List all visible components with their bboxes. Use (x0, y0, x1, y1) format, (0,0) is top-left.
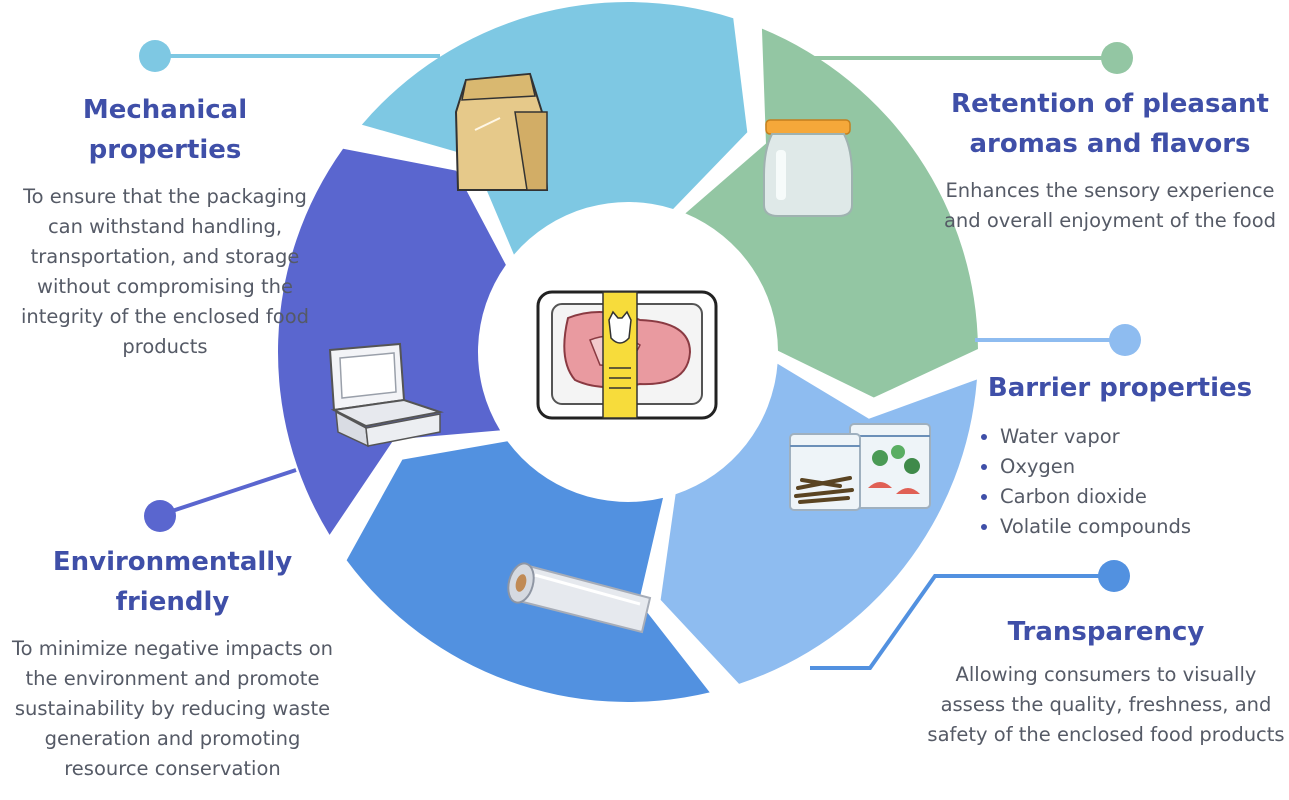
section-transparency: Transparency Allowing consumers to visua… (925, 612, 1287, 750)
list-item: Volatile compounds (1000, 512, 1280, 542)
list-item: Water vapor (1000, 422, 1280, 452)
connector-dot-barrier (1109, 324, 1141, 356)
list-item: Carbon dioxide (1000, 482, 1280, 512)
paper-bag-icon (454, 72, 549, 191)
zip-bags-icon (789, 423, 931, 511)
section-title: Transparency (1007, 617, 1205, 647)
plastic-wrap-roll-icon (507, 562, 652, 634)
segment-mechanical (361, 2, 748, 255)
connector-dot-retention (1101, 42, 1133, 74)
connector-dot-environmental (144, 500, 176, 532)
list-item: Oxygen (1000, 452, 1280, 482)
barrier-list: Water vapor Oxygen Carbon dioxide Volati… (960, 422, 1280, 542)
foam-container-icon (328, 342, 444, 448)
section-barrier: Barrier properties Water vapor Oxygen Ca… (960, 368, 1280, 542)
section-description: To minimize negative impacts on the envi… (12, 637, 333, 780)
connector-line-transparency (810, 574, 1112, 670)
section-description: Enhances the sensory experience and over… (943, 179, 1277, 232)
glass-jar-icon (763, 119, 853, 217)
section-title: Mechanical properties (82, 95, 248, 165)
section-title: Environmentally friendly (52, 547, 293, 617)
meat-tray-icon (536, 290, 718, 420)
section-mechanical: Mechanical properties To ensure that the… (20, 90, 310, 362)
section-retention: Retention of pleasant aromas and flavors… (935, 84, 1285, 236)
connectors (139, 40, 1141, 670)
section-title: Barrier properties (987, 373, 1253, 403)
section-environmental: Environmentally friendly To minimize neg… (0, 542, 345, 784)
connector-line-environmental (159, 468, 297, 517)
section-description: Allowing consumers to visually assess th… (927, 663, 1285, 746)
section-description: To ensure that the packaging can withsta… (20, 185, 310, 358)
connector-dot-mechanical (139, 40, 171, 72)
connector-dot-transparency (1098, 560, 1130, 592)
section-title: Retention of pleasant aromas and flavors (951, 89, 1269, 159)
segment-environmental (277, 148, 506, 535)
